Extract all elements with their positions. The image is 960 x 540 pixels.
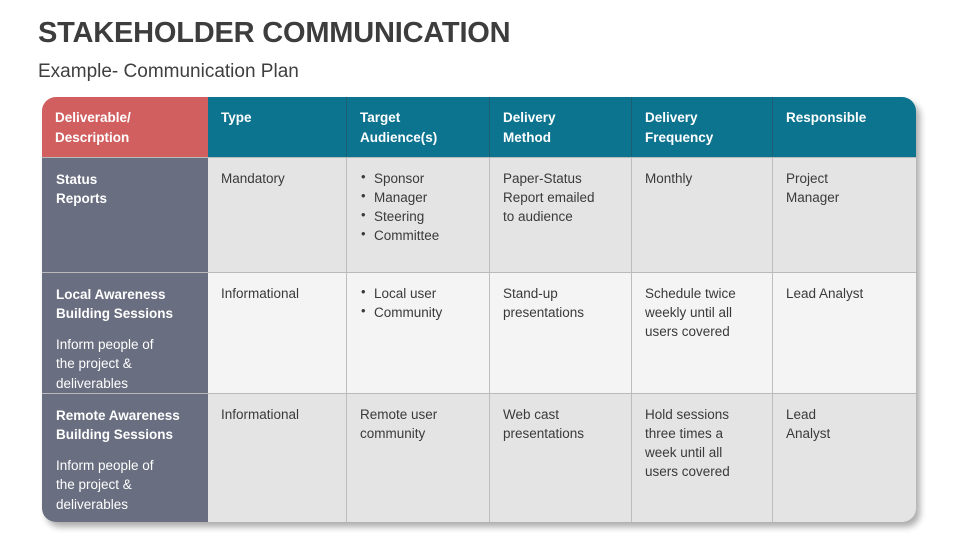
- list-item: Manager: [360, 187, 479, 207]
- list-item: Steering: [360, 206, 479, 226]
- list-item: Sponsor: [360, 168, 479, 188]
- column-header-deliverable: Deliverable/Description: [42, 97, 208, 157]
- column-header-responsible-text: Responsible: [786, 110, 867, 125]
- cell-delivery-frequency: Monthly: [632, 158, 773, 272]
- target-audience-list: Local user Community: [360, 283, 479, 322]
- list-item: Local user: [360, 283, 479, 303]
- cell-responsible: Lead Analyst: [773, 273, 916, 393]
- column-header-responsible: Responsible: [773, 97, 916, 157]
- target-audience-list: Sponsor Manager Steering Committee: [360, 168, 479, 246]
- cell-target-audience: Sponsor Manager Steering Committee: [347, 158, 490, 272]
- cell-type: Mandatory: [208, 158, 347, 272]
- list-item: Committee: [360, 225, 479, 245]
- column-header-type: Type: [208, 97, 347, 157]
- column-header-deliverable-text: Deliverable/Description: [55, 110, 131, 145]
- cell-type: Informational: [208, 273, 347, 393]
- page-title: STAKEHOLDER COMMUNICATION: [38, 17, 511, 49]
- cell-target-audience: Local user Community: [347, 273, 490, 393]
- page-subtitle: Example- Communication Plan: [38, 61, 299, 82]
- list-item: Community: [360, 302, 479, 322]
- cell-type: Informational: [208, 394, 347, 522]
- column-header-type-text: Type: [221, 110, 252, 125]
